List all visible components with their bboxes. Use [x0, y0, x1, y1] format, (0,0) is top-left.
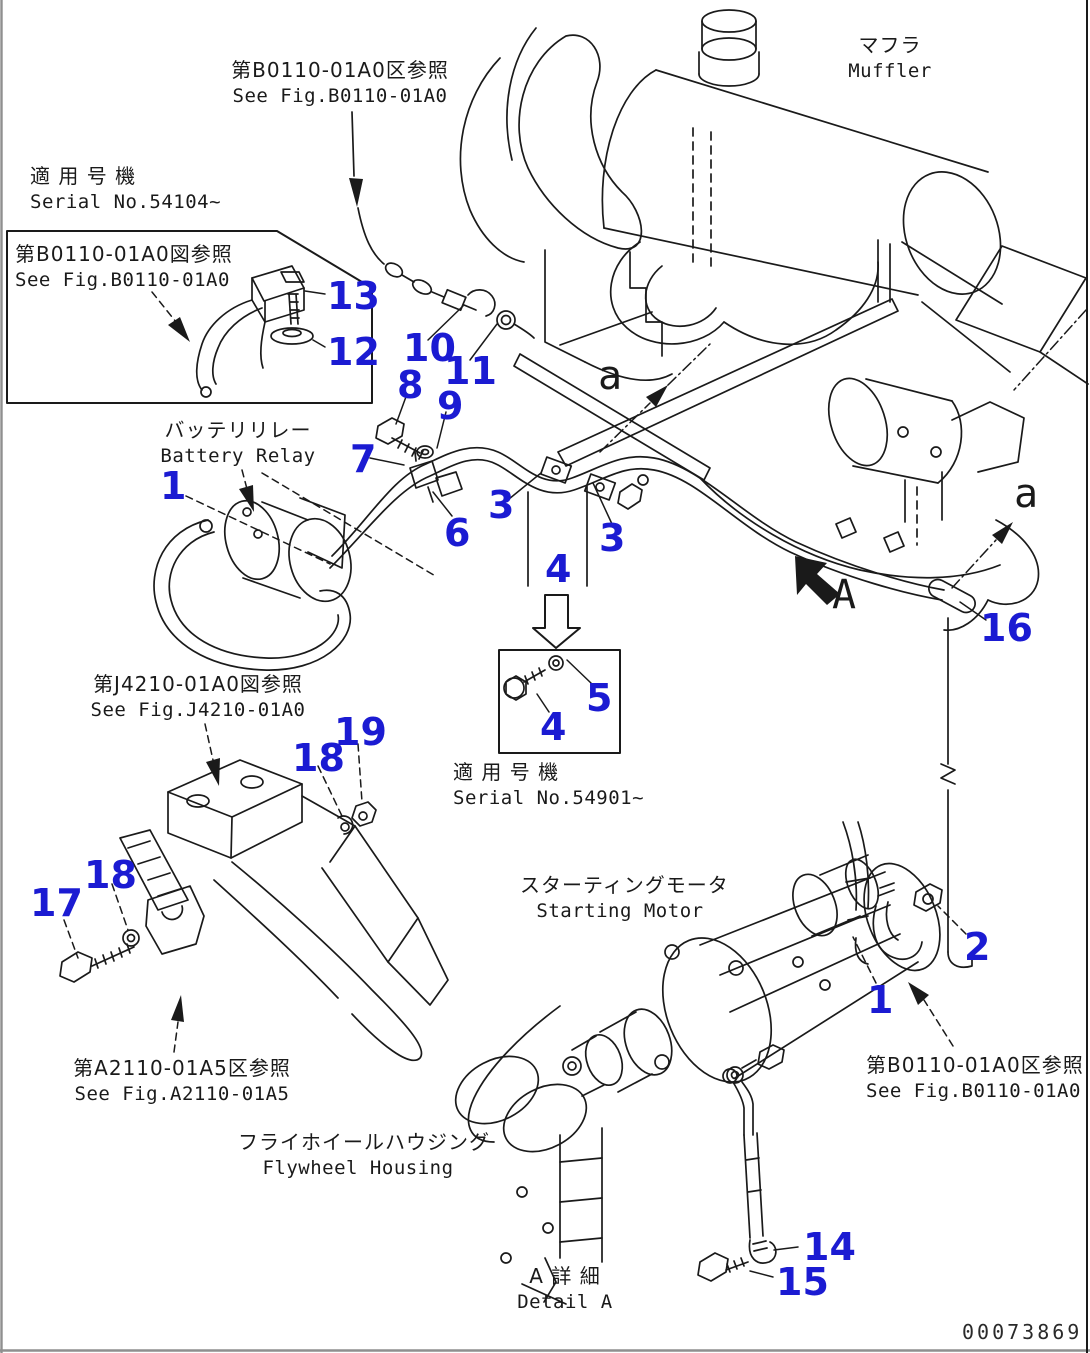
leader-lines-dashed: [63, 291, 967, 1053]
label-en: See Fig.B0110-01A0: [866, 1080, 1081, 1102]
label-en: Starting Motor: [536, 900, 704, 922]
label-en: Serial No.54104~: [30, 191, 222, 213]
label-en: Serial No.54901~: [453, 787, 645, 809]
label-jp: A 詳 細: [529, 1264, 601, 1288]
view-letter-A: A: [832, 572, 857, 618]
label-en: Flywheel Housing: [262, 1157, 454, 1179]
label-jp: バッテリリレー: [164, 418, 312, 442]
strap-and-hook: [842, 821, 943, 965]
label-jp: 第B0110-01A0図参照: [15, 242, 233, 266]
part-callout-3-right: 3: [599, 516, 626, 560]
leader-lines-solid: [304, 290, 987, 1278]
label-jp: 第B0110-01A0区参照: [866, 1053, 1084, 1077]
mounting-bracket: [59, 759, 449, 1061]
part-callout-9: 9: [437, 384, 464, 428]
ref-box-parts: [195, 265, 314, 398]
label-serial-lower: 適 用 号 機 Serial No.54901~: [453, 759, 644, 811]
part-callout-5: 5: [586, 676, 613, 720]
label-detail-a: A 詳 細 Detail A: [500, 1263, 630, 1315]
label-jp: フライホイールハウジング: [238, 1130, 490, 1154]
part-callout-17: 17: [30, 881, 83, 925]
part-callout-1-motor: 1: [867, 978, 894, 1022]
label-jp: スターティングモータ: [520, 873, 729, 897]
wire-harness-top: [351, 111, 535, 339]
part-callout-12: 12: [327, 330, 380, 374]
flywheel-housing-drawing: [454, 1005, 603, 1305]
muffler-assembly: [459, 9, 1089, 523]
part-callout-4-detail: 4: [540, 705, 567, 749]
label-serial-upper: 適 用 号 機 Serial No.54104~: [30, 163, 221, 215]
battery-relay-drawing: [153, 497, 352, 671]
block-arrow-down: [532, 594, 581, 649]
part-callout-18-lower: 18: [84, 853, 137, 897]
part-callout-10: 10: [403, 326, 456, 370]
detail-a-cable: [697, 1044, 785, 1282]
label-en: See Fig.A2110-01A5: [74, 1083, 290, 1105]
cable-16-drawing: [928, 578, 976, 969]
label-see-fig-b0110-box: 第B0110-01A0図参照 See Fig.B0110-01A0: [15, 241, 233, 293]
label-en: Muffler: [848, 60, 932, 82]
label-jp: 第B0110-01A0区参照: [231, 58, 449, 82]
label-jp: 適 用 号 機: [30, 164, 137, 188]
label-battery-relay: バッテリリレー Battery Relay: [148, 417, 328, 469]
part-callout-11: 11: [444, 349, 497, 393]
part-callout-14: 14: [803, 1225, 856, 1269]
part-callout-3-left: 3: [488, 483, 515, 527]
label-jp: 適 用 号 機: [453, 760, 560, 784]
document-number: 00073869: [962, 1320, 1083, 1344]
label-en: See Fig.B0110-01A0: [15, 269, 230, 291]
hardware-mid: [375, 417, 463, 503]
part-callout-13: 13: [327, 274, 380, 318]
engine-block: [544, 249, 1040, 631]
view-a-arrow: [795, 556, 840, 605]
connection-letter-a-right: a: [1014, 471, 1039, 517]
label-en: Battery Relay: [160, 445, 316, 467]
part-callout-16: 16: [980, 606, 1033, 650]
ref-box-detail: [498, 649, 621, 754]
harness-bars: [513, 298, 905, 587]
arrowheads: [168, 178, 1013, 1022]
label-see-fig-b0110-bottom: 第B0110-01A0区参照 See Fig.B0110-01A0: [866, 1052, 1088, 1104]
label-muffler: マフラ Muffler: [825, 32, 955, 84]
part-callout-19: 19: [334, 710, 387, 754]
label-en: See Fig.B0110-01A0: [232, 85, 448, 107]
detail-box-parts: [503, 655, 564, 701]
label-starting-motor: スターティングモータ Starting Motor: [520, 872, 729, 924]
label-see-fig-a2110: 第A2110-01A5区参照 See Fig.A2110-01A5: [62, 1055, 302, 1107]
part-callout-1-relay: 1: [160, 464, 187, 508]
view-lines: [599, 309, 1087, 589]
label-en: See Fig.J4210-01A0: [90, 699, 306, 721]
connection-letter-a-mid: a: [598, 353, 623, 399]
part-callout-2: 2: [964, 925, 991, 969]
label-jp: マフラ: [858, 33, 922, 57]
part-callout-8: 8: [397, 363, 424, 407]
part-callout-6: 6: [444, 511, 471, 555]
relay-cable: [329, 446, 945, 601]
label-jp: 第J4210-01A0図参照: [93, 672, 303, 696]
part-callout-15: 15: [776, 1260, 829, 1304]
part-callout-18-upper: 18: [292, 736, 345, 780]
label-en: Detail A: [517, 1291, 613, 1313]
part-callout-7: 7: [350, 437, 377, 481]
ref-box-upper: [6, 230, 373, 404]
label-jp: 第A2110-01A5区参照: [73, 1056, 291, 1080]
label-see-fig-j4210: 第J4210-01A0図参照 See Fig.J4210-01A0: [78, 671, 318, 723]
part-callout-4-main: 4: [545, 547, 572, 591]
label-flywheel-housing: フライホイールハウジング Flywheel Housing: [238, 1129, 490, 1181]
label-see-fig-b0110-top: 第B0110-01A0区参照 See Fig.B0110-01A0: [205, 57, 475, 109]
